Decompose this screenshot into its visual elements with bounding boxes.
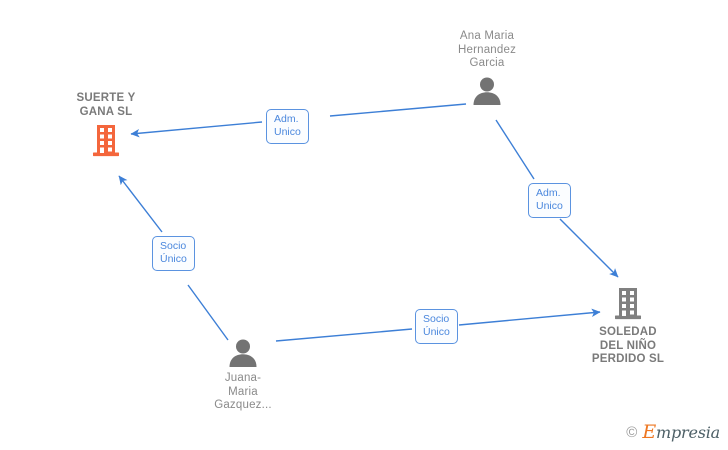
node-company-suerte-y-gana[interactable]: SUERTE Y GANA SL xyxy=(46,92,166,158)
edge-label-socio-unico-suerte[interactable]: Socio Único xyxy=(152,236,195,271)
node-company-soledad-del-nino-perdido[interactable]: SOLEDAD DEL NIÑO PERDIDO SL xyxy=(568,287,688,367)
copyright-icon: © xyxy=(626,424,638,441)
edge-label-adm-unico-soledad[interactable]: Adm. Unico xyxy=(528,183,571,218)
person-icon xyxy=(183,338,303,367)
person-icon xyxy=(427,76,547,105)
node-label-ana-maria: Ana Maria Hernandez Garcia xyxy=(457,30,517,69)
edge-juana-to-soledad xyxy=(275,308,601,342)
edge-ana-to-soledad xyxy=(495,119,619,278)
edge-label-socio-unico-soledad[interactable]: Socio Único xyxy=(415,309,458,344)
building-icon xyxy=(46,124,166,158)
edge-label-adm-unico-suerte[interactable]: Adm. Unico xyxy=(266,109,309,144)
edge-ana-to-suerte xyxy=(130,103,467,138)
brand-rest: mpresia xyxy=(656,423,720,442)
node-person-juana-maria[interactable]: Juana- Maria Gazquez... xyxy=(183,338,303,413)
node-label-juana-maria: Juana- Maria Gazquez... xyxy=(214,372,272,411)
brand-initial: E xyxy=(642,421,656,443)
brand-logotype: Empresia xyxy=(642,423,720,442)
node-label-suerte-y-gana: SUERTE Y GANA SL xyxy=(76,92,136,118)
node-person-ana-maria[interactable]: Ana Maria Hernandez Garcia xyxy=(427,30,547,105)
building-icon xyxy=(568,287,688,321)
empresia-watermark: © Empresia xyxy=(626,423,720,442)
edge-juana-to-suerte xyxy=(118,175,229,341)
node-label-soledad-del-nino-perdido: SOLEDAD DEL NIÑO PERDIDO SL xyxy=(591,326,665,365)
